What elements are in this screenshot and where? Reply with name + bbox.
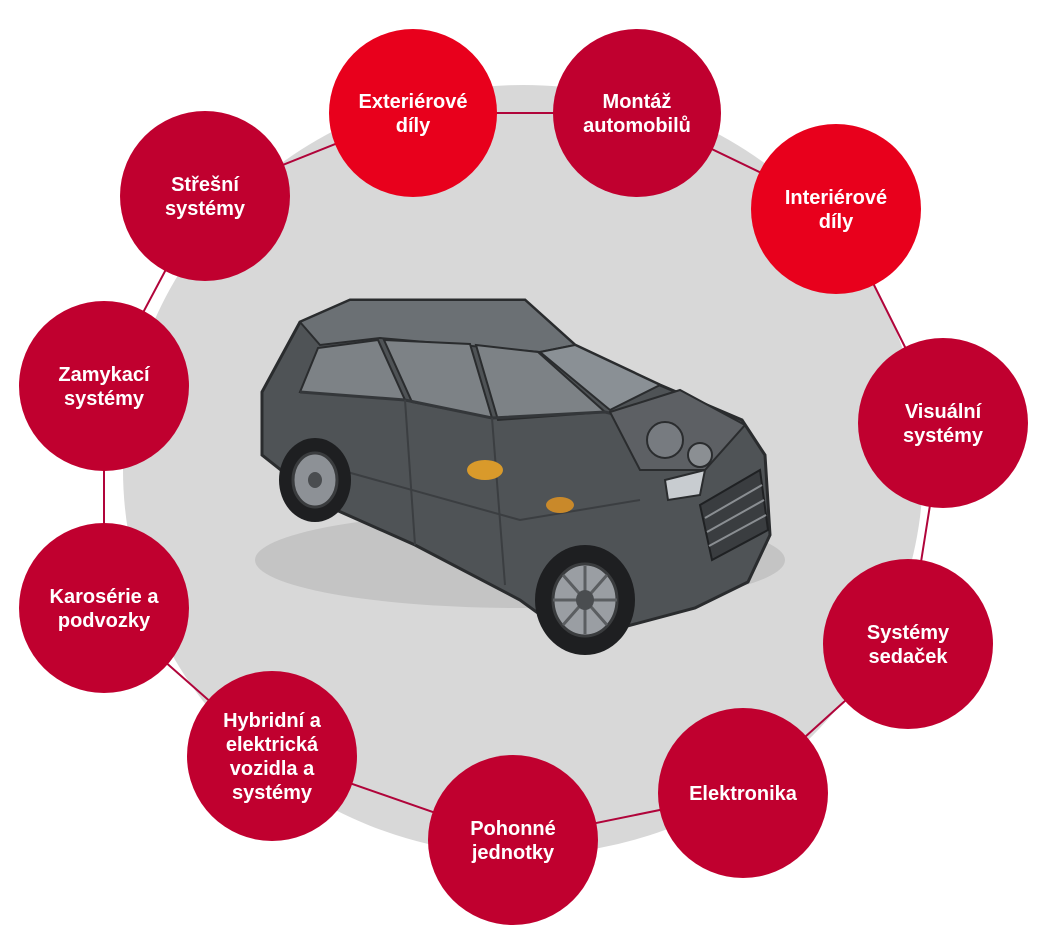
node-label: Elektronika	[689, 783, 798, 805]
node-label-line: Exteriérové	[359, 91, 468, 113]
node-label-line: podvozky	[58, 610, 151, 632]
node-circle	[428, 755, 598, 925]
node-label-line: Pohonné	[470, 818, 556, 840]
node-circle	[329, 29, 497, 197]
node-label-line: Střešní	[171, 174, 240, 196]
node-circle	[19, 523, 189, 693]
node-circle	[658, 708, 828, 878]
node-label-line: Visuální	[905, 401, 983, 423]
car-cutaway-illustration	[255, 298, 785, 655]
node-label-line: systémy	[64, 388, 145, 410]
node-label-line: sedaček	[869, 646, 949, 668]
node-label-line: systémy	[903, 425, 984, 447]
node-label-line: díly	[819, 211, 854, 233]
node-label-line: Hybridní a	[223, 710, 322, 732]
node-label-line: Systémy	[867, 622, 950, 644]
node-circle	[19, 301, 189, 471]
node-circle	[858, 338, 1028, 508]
node-electronics: Elektronika	[658, 708, 828, 878]
node-label-line: Montáž	[603, 91, 672, 113]
node-label-line: elektrická	[226, 734, 319, 756]
node-label-line: automobilů	[583, 115, 691, 137]
node-label-line: jednotky	[471, 842, 555, 864]
node-circle	[187, 671, 357, 841]
node-label-line: Karosérie a	[50, 586, 160, 608]
node-circle	[751, 124, 921, 294]
node-circle	[553, 29, 721, 197]
node-circle	[823, 559, 993, 729]
node-label-line: díly	[396, 115, 431, 137]
node-label-line: Elektronika	[689, 783, 798, 805]
node-label-line: Interiérové	[785, 187, 887, 209]
node-label-line: systémy	[232, 782, 313, 804]
node-label-line: vozidla a	[230, 758, 315, 780]
node-circle	[120, 111, 290, 281]
node-label-line: Zamykací	[58, 364, 151, 386]
node-label-line: systémy	[165, 198, 246, 220]
